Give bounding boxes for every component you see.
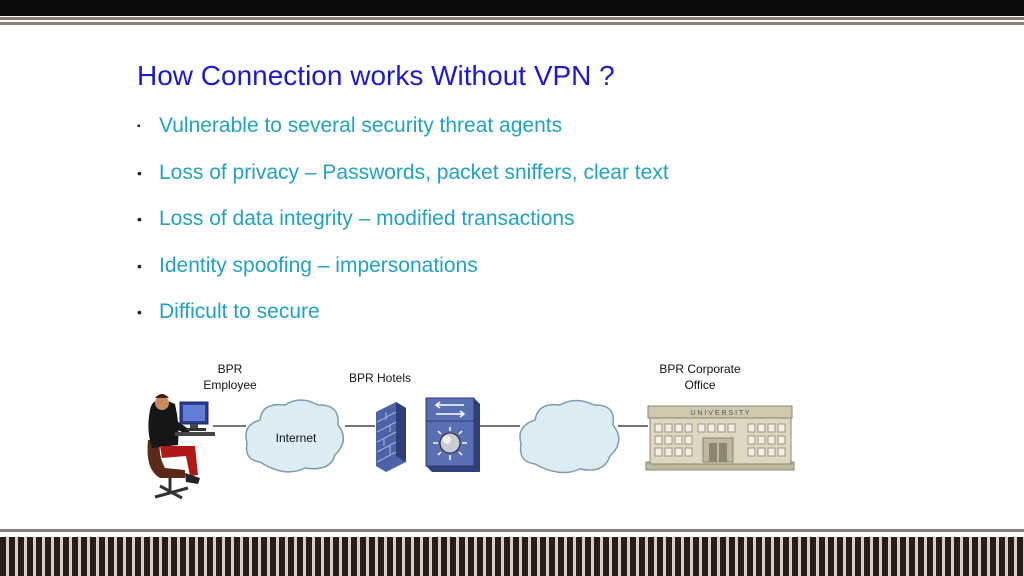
employee-label-line: BPR	[217, 362, 243, 376]
top-border-bar	[0, 0, 1024, 16]
bullet-text: Identity spoofing – impersonations	[159, 253, 478, 277]
hotels-label: BPR Hotels	[348, 371, 412, 385]
top-rule	[0, 22, 1024, 25]
top-rule	[0, 17, 1024, 20]
bottom-striped-border	[0, 537, 1024, 576]
bullet-text: Loss of privacy – Passwords, packet snif…	[159, 160, 669, 184]
bullet-text: Vulnerable to several security threat ag…	[159, 114, 563, 137]
bullet-marker: ▪	[137, 121, 141, 132]
employee-label-line: Employee	[203, 378, 257, 392]
cloud-icon	[245, 399, 344, 473]
bullet-marker: •	[137, 164, 142, 181]
bullet-text: Difficult to secure	[159, 300, 320, 323]
bullet-item: • Difficult to secure	[137, 296, 669, 343]
corporate-label-line: Office	[684, 378, 716, 392]
bullet-item: • Identity spoofing – impersonations	[137, 250, 669, 297]
bottom-rule	[0, 529, 1024, 532]
university-building-icon: U N I V E R S I T Y	[645, 405, 795, 471]
employee-label: BPR Employee	[200, 361, 260, 393]
slide-title: How Connection works Without VPN ?	[137, 60, 615, 91]
bullet-item: • Loss of privacy – Passwords, packet sni…	[137, 157, 669, 204]
bullet-list: ▪ Vulnerable to several security threat a…	[137, 110, 669, 343]
corporate-label-line: BPR Corporate	[659, 362, 741, 376]
switch-router-icon	[425, 397, 480, 472]
corporate-label: BPR Corporate Office	[650, 361, 750, 393]
bullet-marker: •	[137, 304, 142, 320]
university-sign: U N I V E R S I T Y	[690, 410, 749, 417]
firewall-icon	[376, 402, 406, 472]
employee-at-computer-icon	[147, 394, 215, 500]
bullet-marker: •	[137, 211, 142, 227]
cloud-icon	[519, 399, 620, 474]
bullet-item: ▪ Vulnerable to several security threat a…	[137, 110, 669, 157]
bullet-text: Loss of data integrity – modified transa…	[159, 207, 575, 230]
internet-label: Internet	[276, 431, 317, 445]
bullet-marker: •	[137, 257, 142, 274]
bullet-item: • Loss of data integrity – modified trans…	[137, 203, 669, 250]
